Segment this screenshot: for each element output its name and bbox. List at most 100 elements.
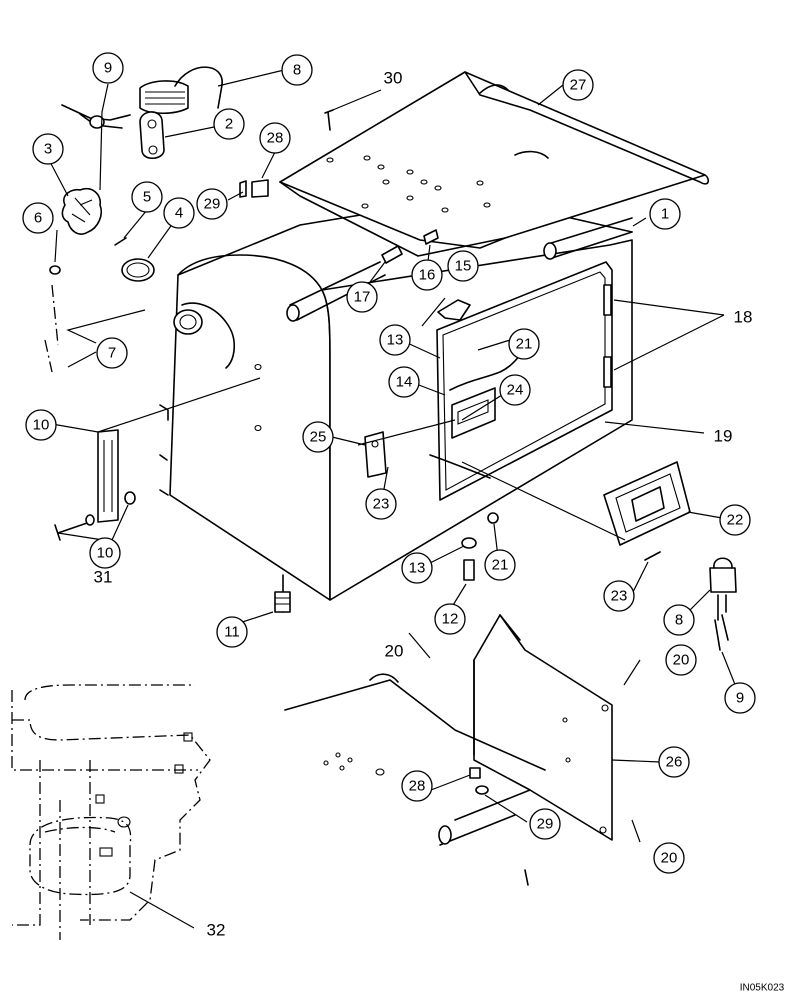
callout-22-label: 22	[727, 512, 744, 529]
bumper-28	[251, 179, 269, 198]
callout-10-lower: 10	[89, 537, 121, 569]
fitting-16	[423, 229, 439, 245]
callout-4-label: 4	[175, 205, 183, 222]
callout-17-label: 17	[354, 289, 371, 306]
callout-27: 27	[562, 69, 594, 101]
rubber-foot	[274, 591, 291, 613]
callout-24-label: 24	[507, 382, 524, 399]
inset-view	[11, 684, 211, 940]
catch-15	[437, 299, 471, 321]
callout-1: 1	[649, 198, 681, 230]
fitting-17	[381, 245, 403, 264]
callout-23-right: 23	[603, 580, 635, 612]
callout-16: 16	[411, 259, 443, 291]
callout-28-upper: 28	[259, 122, 291, 154]
callout-21-upper-label: 21	[516, 336, 533, 353]
callout-21-upper: 21	[508, 328, 540, 360]
callout-29-upper: 29	[196, 188, 228, 220]
callout-20-right-lower-label: 20	[661, 850, 678, 867]
label-32: 32	[207, 921, 226, 940]
callout-29-upper-label: 29	[204, 196, 221, 213]
fuel-cap	[61, 187, 103, 235]
callout-25-label: 25	[310, 429, 327, 446]
callout-9-top-label: 9	[104, 60, 112, 77]
callout-29-lower-label: 29	[537, 816, 554, 833]
callout-11-label: 11	[224, 624, 240, 641]
nut	[49, 265, 61, 275]
lid-panel	[279, 71, 710, 257]
callout-11: 11	[216, 616, 248, 648]
label-18: 18	[734, 308, 753, 327]
callout-12: 12	[434, 603, 466, 635]
callout-14: 14	[388, 366, 420, 398]
callout-5-label: 5	[143, 189, 151, 206]
callout-15: 15	[447, 250, 479, 282]
callout-7-label: 7	[108, 345, 116, 362]
callout-22: 22	[719, 504, 751, 536]
bolt	[463, 559, 475, 581]
callout-1-label: 1	[661, 206, 669, 223]
callout-28-lower: 28	[401, 770, 433, 802]
callout-2-label: 2	[225, 116, 233, 133]
callout-8-right-label: 8	[675, 612, 683, 629]
padlock-right	[709, 557, 737, 621]
callout-5: 5	[131, 181, 163, 213]
sight-gauge	[54, 429, 136, 541]
callout-20-right-upper: 20	[665, 644, 697, 676]
padlock-top	[139, 66, 223, 115]
callout-29-lower: 29	[529, 808, 561, 840]
callout-10-lower-label: 10	[97, 545, 114, 562]
callout-26: 26	[658, 746, 690, 778]
callout-23-right-label: 23	[611, 588, 628, 605]
callout-16-label: 16	[419, 267, 436, 284]
callout-3-label: 3	[44, 141, 52, 158]
callout-13-lower-label: 13	[409, 560, 426, 577]
callout-24: 24	[499, 374, 531, 406]
callout-13-lower: 13	[401, 552, 433, 584]
callout-28-upper-label: 28	[267, 130, 284, 147]
mount-plate	[284, 614, 613, 886]
label-30: 30	[384, 69, 403, 88]
latch-bracket	[364, 431, 387, 478]
callout-15-label: 15	[455, 258, 472, 275]
callout-9-top: 9	[92, 52, 124, 84]
callout-7: 7	[96, 337, 128, 369]
callout-25: 25	[302, 421, 334, 453]
stud-29	[239, 180, 247, 198]
keys-right	[714, 614, 729, 651]
callout-9-right-label: 9	[736, 690, 744, 707]
callout-10-upper: 10	[25, 409, 57, 441]
callout-27-label: 27	[570, 77, 587, 94]
keys-top	[61, 104, 131, 129]
callout-13-upper-label: 13	[387, 332, 404, 349]
label-31: 31	[94, 568, 113, 587]
callout-13-upper: 13	[379, 324, 411, 356]
screw	[114, 237, 127, 246]
hasp	[139, 111, 165, 160]
callout-20-right-lower: 20	[653, 842, 685, 874]
callout-23-left: 23	[365, 488, 397, 520]
screw-right	[644, 551, 661, 561]
label-19: 19	[714, 427, 733, 446]
callout-26-label: 26	[666, 754, 683, 771]
callout-10-upper-label: 10	[33, 417, 50, 434]
callout-21-lower-label: 21	[492, 557, 509, 574]
callout-9-right: 9	[724, 682, 756, 714]
callout-2: 2	[213, 108, 245, 140]
callout-21-lower: 21	[484, 549, 516, 581]
callout-8-top-label: 8	[293, 62, 301, 79]
ring-gasket	[121, 258, 155, 282]
latch-assembly	[603, 461, 691, 546]
label-20-left: 20	[385, 642, 404, 661]
callout-23-left-label: 23	[373, 496, 390, 513]
callout-14-label: 14	[396, 374, 413, 391]
callout-28-lower-label: 28	[409, 778, 426, 795]
callout-8-right: 8	[663, 604, 695, 636]
lock-nut	[487, 512, 499, 524]
washer	[461, 537, 477, 549]
callout-6-label: 6	[34, 210, 42, 227]
callout-3: 3	[32, 133, 64, 165]
callout-6: 6	[22, 202, 54, 234]
callout-12-label: 12	[442, 611, 459, 628]
